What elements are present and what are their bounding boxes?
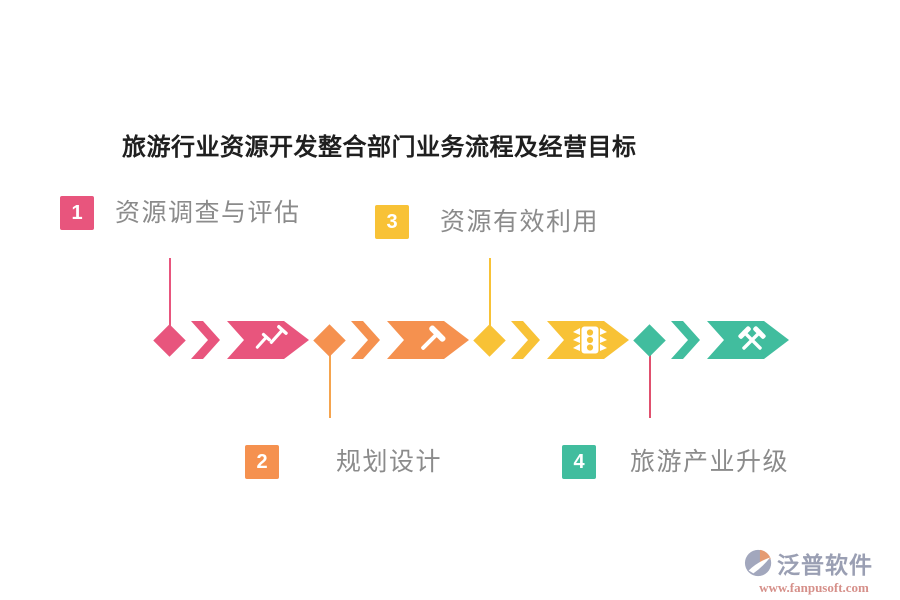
flow-diamond-3 — [473, 324, 506, 357]
fanpu-logo-icon — [744, 549, 772, 577]
step-3-badge: 3 — [375, 205, 409, 239]
flow-diamond-2 — [313, 324, 346, 357]
brand-url: www.fanpusoft.com — [759, 580, 869, 595]
step-4-badge: 4 — [562, 445, 596, 479]
step-3-label: 资源有效利用 — [440, 208, 600, 236]
connector-line-1 — [169, 258, 171, 326]
connector-line-3 — [489, 258, 491, 326]
page-title: 旅游行业资源开发整合部门业务流程及经营目标 — [122, 134, 637, 161]
step-2-badge: 2 — [245, 445, 279, 479]
step-2-label: 规划设计 — [336, 448, 443, 476]
step-1-badge: 1 — [60, 196, 94, 230]
step-1-label: 资源调查与评估 — [115, 199, 301, 227]
branding-block: 泛普软件 www.fanpusoft.com — [744, 546, 884, 596]
flow-diamond-4 — [633, 324, 666, 357]
brand-name: 泛普软件 — [777, 552, 873, 578]
flow-arrow-2 — [351, 321, 469, 359]
flow-diamond-1 — [153, 324, 186, 357]
connector-line-2 — [329, 353, 331, 418]
flow-arrow-1 — [191, 321, 309, 359]
flow-arrow-3 — [511, 321, 629, 359]
hammer-icon — [421, 325, 446, 350]
crossed-hammers-icon — [738, 326, 766, 350]
nails-icon — [255, 325, 288, 349]
connector-line-4 — [649, 353, 651, 418]
step-4-label: 旅游产业升级 — [630, 448, 790, 476]
traffic-light-icon — [573, 326, 607, 354]
flow-arrow-4 — [671, 321, 789, 359]
